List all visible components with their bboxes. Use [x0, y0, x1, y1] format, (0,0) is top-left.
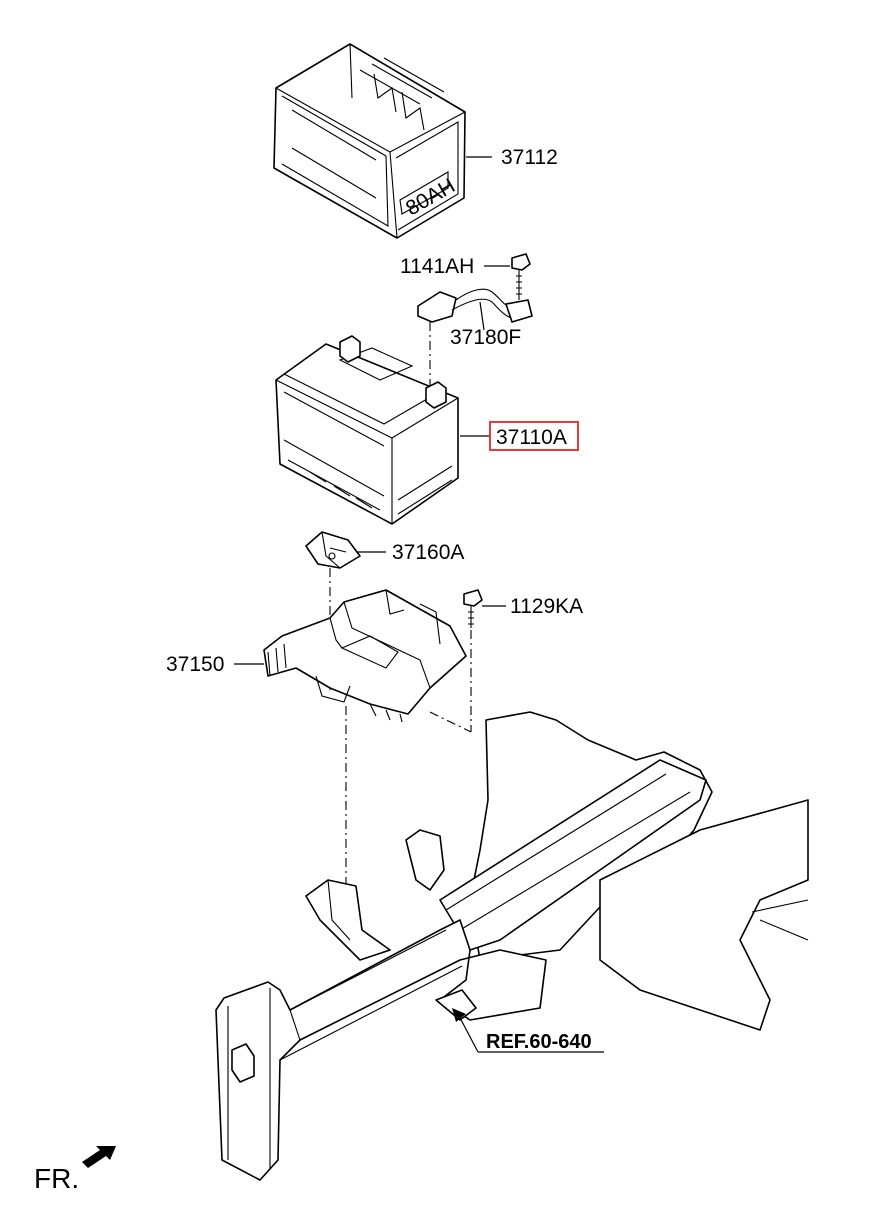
leader-line-37180f	[479, 301, 485, 331]
battery-cover-part[interactable]: 80AH	[273, 43, 466, 239]
body-structure	[215, 711, 809, 1181]
label-ref-60-640[interactable]: REF.60-640	[486, 1031, 592, 1053]
leader-line-ref	[457, 1013, 479, 1053]
battery-cable-part[interactable]	[417, 288, 533, 323]
battery-clamp-part[interactable]	[305, 531, 361, 569]
label-1141ah[interactable]: 1141AH	[400, 255, 474, 278]
ref-arrow-head	[452, 1008, 466, 1022]
front-direction-indicator: FR.	[34, 1146, 116, 1194]
front-arrow-icon	[82, 1146, 116, 1168]
bolt-top-part[interactable]	[511, 253, 531, 300]
assembly-line-tray-bolt	[429, 711, 472, 733]
battery-tray-part[interactable]	[263, 589, 467, 723]
bolt-tray-part[interactable]	[463, 589, 483, 628]
label-37150[interactable]: 37150	[166, 653, 224, 676]
label-37112[interactable]: 37112	[501, 146, 558, 169]
label-front: FR.	[34, 1163, 79, 1194]
label-1129ka[interactable]: 1129KA	[510, 595, 583, 618]
battery-part[interactable]	[275, 335, 459, 525]
label-37160a[interactable]: 37160A	[392, 541, 464, 564]
highlight-box-37110a	[489, 421, 579, 451]
label-37180f[interactable]: 37180F	[450, 326, 521, 349]
label-37110a[interactable]: 37110A	[496, 426, 567, 449]
